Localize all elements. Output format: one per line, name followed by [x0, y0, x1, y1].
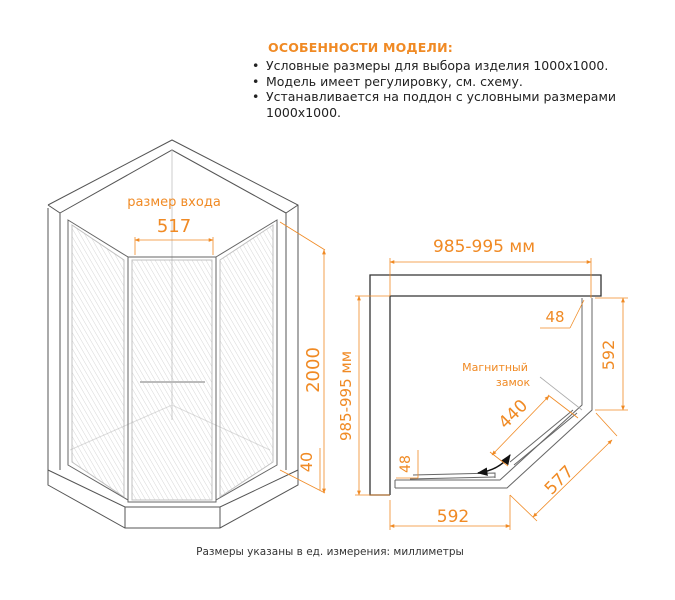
perspective-dimensions: [134, 221, 326, 494]
side-bottom-value: 592: [437, 507, 469, 527]
diagonal-value: 577: [541, 462, 578, 499]
features-block: ОСОБЕННОСТИ МОДЕЛИ: Условные размеры для…: [252, 40, 652, 120]
plan-width-value: 985-995 мм: [433, 237, 535, 257]
lock-label-line2: замок: [496, 376, 531, 389]
profile-top-value: 48: [545, 308, 564, 326]
door-swing-arrow-icon: [476, 454, 511, 476]
height-value: 2000: [303, 347, 324, 393]
plan-enclosure: [394, 298, 593, 489]
plan-depth-value: 985-995 мм: [337, 351, 355, 441]
tray-height-value: 40: [297, 452, 316, 472]
side-right-value: 592: [599, 340, 618, 371]
door-value: 440: [495, 396, 532, 433]
feature-item: Модель имеет регулировку, см. схему.: [252, 74, 652, 90]
plan-dimensions: [355, 258, 628, 530]
lock-label-line1: Магнитный: [462, 361, 528, 374]
feature-item: Устанавливается на поддон с условными ра…: [252, 89, 626, 120]
entrance-label: размер входа: [127, 195, 221, 210]
feature-item: Условные размеры для выбора изделия 1000…: [252, 58, 652, 74]
profile-left-value: 48: [398, 455, 414, 473]
entrance-width-value: 517: [157, 216, 191, 237]
features-list: Условные размеры для выбора изделия 1000…: [252, 58, 652, 120]
units-caption: Размеры указаны в ед. измерения: миллиме…: [196, 546, 464, 558]
perspective-view: [47, 139, 299, 529]
features-title: ОСОБЕННОСТИ МОДЕЛИ:: [268, 40, 453, 55]
